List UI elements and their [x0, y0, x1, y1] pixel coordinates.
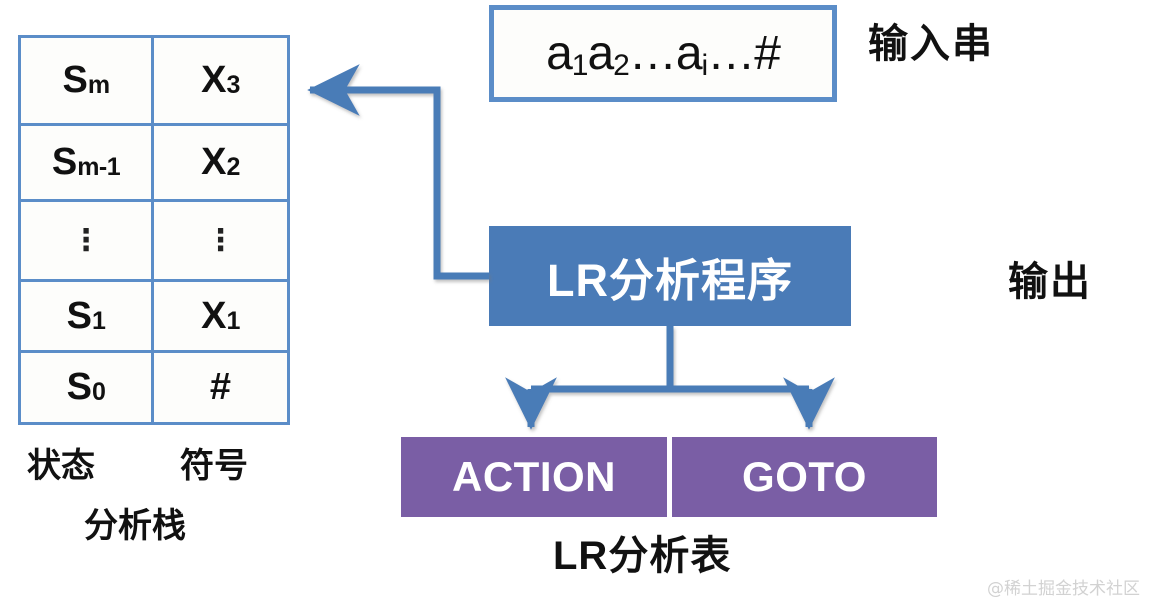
input-token-ai-subscript: i — [701, 49, 709, 82]
stack-cell-symbol: ⋮ — [154, 202, 287, 279]
stack-symbol-symbol: X — [201, 141, 227, 183]
watermark-text: @稀土掘金技术社区 — [987, 579, 1140, 599]
vertical-ellipsis-icon: ⋮ — [71, 223, 101, 257]
input-token-a1-base: a — [546, 27, 573, 80]
input-token-a2-base: a — [587, 27, 614, 80]
stack-state-symbol: S — [62, 59, 88, 101]
stack-symbol-symbol: X — [201, 59, 227, 101]
goto-table-label: GOTO — [742, 453, 867, 500]
stack-state-symbol: S — [51, 141, 78, 183]
input-string-label: 输入串 — [868, 22, 994, 66]
arrow-program-to-stack — [307, 64, 489, 280]
input-token-a2-subscript: 2 — [613, 49, 630, 82]
lr-parser-program-label: LR分析程序 — [547, 254, 793, 306]
parse-stack-caption: 分析栈 — [84, 507, 186, 545]
vertical-ellipsis-icon: ⋮ — [205, 223, 236, 257]
stack-state-subscript: m — [87, 71, 110, 99]
stack-state-subscript: 0 — [91, 378, 106, 406]
input-token-ai-base: a — [675, 27, 703, 80]
table-row: ⋮ ⋮ — [21, 202, 287, 282]
input-ellipsis-2: … — [707, 27, 755, 80]
stack-symbol-subscript: 1 — [226, 306, 240, 335]
stack-cell-symbol: # — [154, 353, 287, 422]
stack-symbol-symbol: # — [209, 366, 232, 408]
stack-state-symbol: S — [66, 366, 92, 408]
input-end-marker: # — [754, 27, 781, 80]
stack-symbol-subscript: 3 — [226, 71, 240, 99]
input-token-a1-subscript: 1 — [571, 49, 589, 82]
input-ellipsis-1: … — [628, 27, 677, 80]
lr-parser-program-box: LR分析程序 — [489, 226, 851, 326]
stack-cell-state: ⋮ — [21, 202, 154, 279]
stack-column-label-symbol: 符号 — [180, 447, 248, 485]
stack-state-symbol: S — [66, 294, 92, 337]
lr-table-caption: LR分析表 — [553, 534, 732, 578]
stack-symbol-subscript: 2 — [226, 153, 240, 181]
input-string-text: a1a2…ai…# — [546, 26, 781, 82]
goto-table-box: GOTO — [672, 437, 937, 517]
stack-column-label-state: 状态 — [27, 447, 95, 485]
input-string-box: a1a2…ai…# — [489, 5, 837, 102]
stack-symbol-symbol: X — [201, 294, 227, 337]
action-table-box: ACTION — [401, 437, 667, 517]
output-label: 输出 — [1008, 260, 1092, 304]
stack-state-subscript: m-1 — [77, 153, 121, 181]
stack-state-subscript: 1 — [91, 306, 106, 335]
action-table-label: ACTION — [452, 453, 616, 500]
arrow-program-to-lr-table — [505, 326, 835, 430]
